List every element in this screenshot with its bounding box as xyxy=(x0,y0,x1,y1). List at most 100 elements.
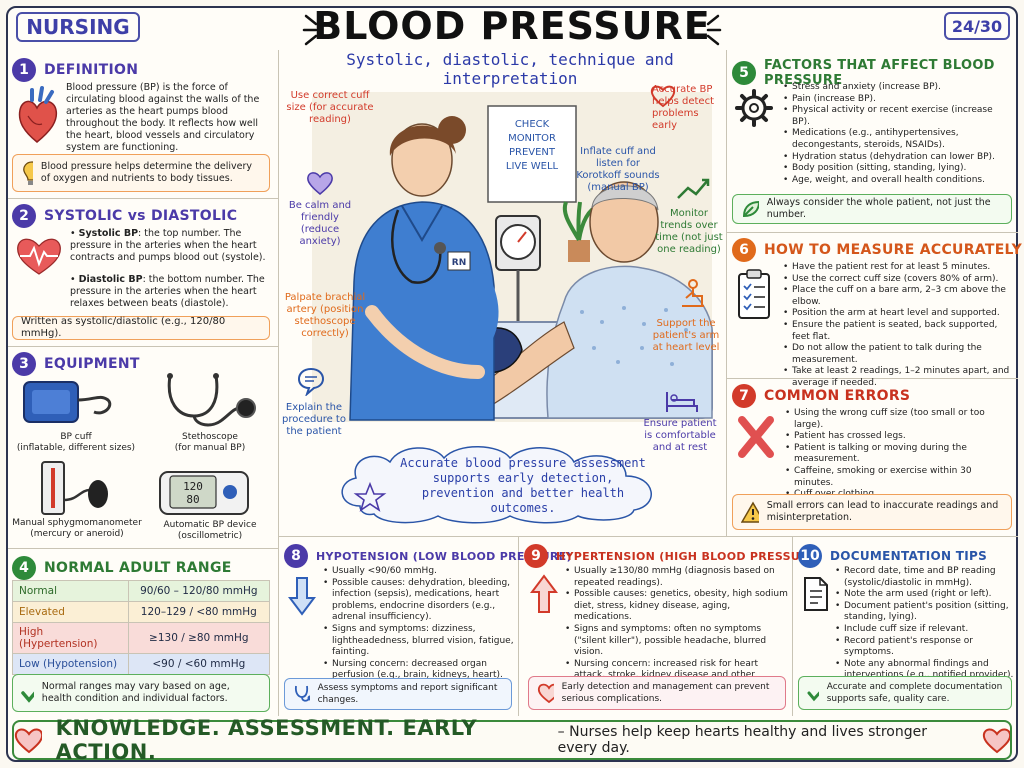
range-value: ≥130 / ≥80 mmHg xyxy=(127,622,271,654)
diastolic-text: : the bottom number. The pressure in the… xyxy=(70,274,265,309)
list-item: Record patient's response or symptoms. xyxy=(834,636,1014,659)
footer-rest: – Nurses help keep hearts healthy and li… xyxy=(557,724,927,756)
checkmark-icon xyxy=(21,691,34,703)
section-number: 8 xyxy=(284,544,308,568)
list-item: Patient is talking or moving during the … xyxy=(784,443,1012,466)
normal-range-note-text: Normal ranges may vary based on age, hea… xyxy=(41,681,230,704)
poster-line: CHECK xyxy=(514,119,550,130)
hypotension-header: 8 HYPOTENSION (LOW BLOOD PRESSURE) xyxy=(284,544,572,568)
list-item: Note any abnormal findings and intervent… xyxy=(834,659,1014,682)
factors-list: Stress and anxiety (increase BP).Pain (i… xyxy=(782,82,1012,186)
list-item: Caffeine, smoking or exercise within 30 … xyxy=(784,466,1012,489)
list-item: Nursing concern: decreased organ perfusi… xyxy=(322,659,514,682)
checkmark-icon xyxy=(807,691,819,702)
equipment-label: Stethoscope xyxy=(182,432,238,442)
equipment-auto-label: Automatic BP device (oscillometric) xyxy=(150,520,270,542)
list-item: Physical activity or recent exercise (in… xyxy=(782,105,1012,128)
arrow-down-icon xyxy=(288,577,316,616)
section-number: 1 xyxy=(12,58,36,82)
heart-anatomy-icon xyxy=(18,86,58,143)
documentation-note: Accurate and complete documentation supp… xyxy=(798,676,1012,710)
nurse-badge: RN xyxy=(452,258,466,268)
automatic-bp-device-icon: 120 80 xyxy=(159,471,249,515)
callout-cuff-size: Use correct cuff size (for accurate read… xyxy=(286,90,374,125)
list-item: Possible causes: genetics, obesity, high… xyxy=(564,589,788,624)
errors-note: Small errors can lead to inaccurate read… xyxy=(732,494,1012,530)
equipment-sphygmo-label: Manual sphygmomanometer (mercury or aner… xyxy=(12,518,142,540)
heart-icon xyxy=(14,728,42,754)
list-item: Signs and symptoms: dizziness, lighthead… xyxy=(322,624,514,659)
list-item: Have the patient rest for at least 5 min… xyxy=(782,262,1014,274)
list-item: Signs and symptoms: often no symptoms ("… xyxy=(564,624,788,659)
document-icon xyxy=(804,577,828,611)
stethoscope-small-icon xyxy=(294,685,310,702)
callout-support-arm: Support the patient's arm at heart level xyxy=(652,318,720,353)
measure-list: Have the patient rest for at least 5 min… xyxy=(782,262,1014,390)
range-category: Low (Hypotension) xyxy=(12,653,129,675)
stethoscope-icon xyxy=(167,373,256,427)
equipment-label: Automatic BP device xyxy=(163,520,257,530)
list-item: Possible causes: dehydration, bleeding, … xyxy=(322,578,514,624)
poster-line: LIVE WELL xyxy=(505,161,559,172)
definition-text: Blood pressure (BP) is the force of circ… xyxy=(66,82,260,153)
hypertension-list: Usually ≥130/80 mmHg (diagnosis based on… xyxy=(564,566,788,694)
section-title: DOCUMENTATION TIPS xyxy=(830,549,988,563)
hypertension-header: 9 HYPERTENSION (HIGH BLOOD PRESSURE) xyxy=(524,544,822,568)
systolic-text: : the top number. The pressure in the ar… xyxy=(70,228,266,263)
bed-icon xyxy=(666,392,698,412)
warning-icon xyxy=(741,501,759,523)
section-title: NORMAL ADULT RANGE xyxy=(44,560,232,576)
equipment-label: Manual sphygmomanometer xyxy=(12,518,142,528)
list-item: Usually ≥130/80 mmHg (diagnosis based on… xyxy=(564,566,788,589)
lightbulb-icon xyxy=(23,161,33,185)
sparkle-right-icon xyxy=(706,14,722,46)
systolic-term: Systolic BP xyxy=(78,228,139,239)
poster-line: MONITOR xyxy=(508,133,556,144)
errors-header: 7 COMMON ERRORS xyxy=(732,384,910,408)
section-title: HYPERTENSION (HIGH BLOOD PRESSURE) xyxy=(556,549,822,563)
heartbeat-icon xyxy=(17,238,61,275)
range-value: <90 / <60 mmHg xyxy=(127,653,271,675)
section-title: EQUIPMENT xyxy=(44,356,140,372)
section-number: 6 xyxy=(732,238,756,262)
speech-bubble-icon xyxy=(297,367,325,396)
documentation-note-text: Accurate and complete documentation supp… xyxy=(826,682,1003,704)
page-subtitle: Systolic, diastolic, technique and inter… xyxy=(346,50,674,88)
device-display-diastolic: 80 xyxy=(186,493,199,506)
list-item: Using the wrong cuff size (too small or … xyxy=(784,408,1012,431)
list-item: Pain (increase BP). xyxy=(782,94,1012,106)
hypotension-list: Usually <90/60 mmHg.Possible causes: deh… xyxy=(322,566,514,682)
list-item: Use the correct cuff size (covers 80% of… xyxy=(782,274,1014,286)
trend-chart-icon xyxy=(677,178,710,199)
heart-small-icon xyxy=(537,683,554,704)
section-title: HOW TO MEASURE ACCURATELY xyxy=(764,242,1023,258)
list-item: Do not allow the patient to talk during … xyxy=(782,343,1014,366)
measure-header: 6 HOW TO MEASURE ACCURATELY xyxy=(732,238,1022,262)
clipboard-checklist-icon xyxy=(738,269,770,319)
systolic-definition: • Systolic BP: the top number. The press… xyxy=(70,228,266,263)
callout-palpate: Palpate brachial artery (position stetho… xyxy=(284,292,366,339)
equipment-sub: (mercury or aneroid) xyxy=(30,529,124,539)
hypertension-note-text: Early detection and management can preve… xyxy=(561,682,770,704)
definition-note-text: Blood pressure helps determine the deliv… xyxy=(40,161,253,184)
section-number: 9 xyxy=(524,544,548,568)
footer-banner: KNOWLEDGE. ASSESSMENT. EARLY ACTION. – N… xyxy=(12,716,1012,764)
subject-tag: NURSING xyxy=(16,12,140,42)
device-display-systolic: 120 xyxy=(183,480,203,493)
page-counter: 24/30 xyxy=(944,12,1010,40)
list-item: Position the arm at heart level and supp… xyxy=(782,308,1014,320)
callout-explain: Explain the procedure to the patient xyxy=(282,402,346,437)
hypertension-note: Early detection and management can preve… xyxy=(528,676,786,710)
page-title: BLOOD PRESSURE xyxy=(313,4,711,48)
list-item: Patient has crossed legs. xyxy=(784,431,1012,443)
sparkle-left-icon xyxy=(302,14,318,46)
callout-monitor-trends: Monitor trends over time (not just one r… xyxy=(655,208,723,255)
seated-person-icon xyxy=(682,279,704,307)
list-item: Hydration status (dehydration can lower … xyxy=(782,152,1012,164)
section-number: 5 xyxy=(732,61,756,85)
section-number: 4 xyxy=(12,556,36,580)
list-item: Include cuff size if relevant. xyxy=(834,624,1014,636)
equipment-sub: (inflatable, different sizes) xyxy=(16,443,136,453)
